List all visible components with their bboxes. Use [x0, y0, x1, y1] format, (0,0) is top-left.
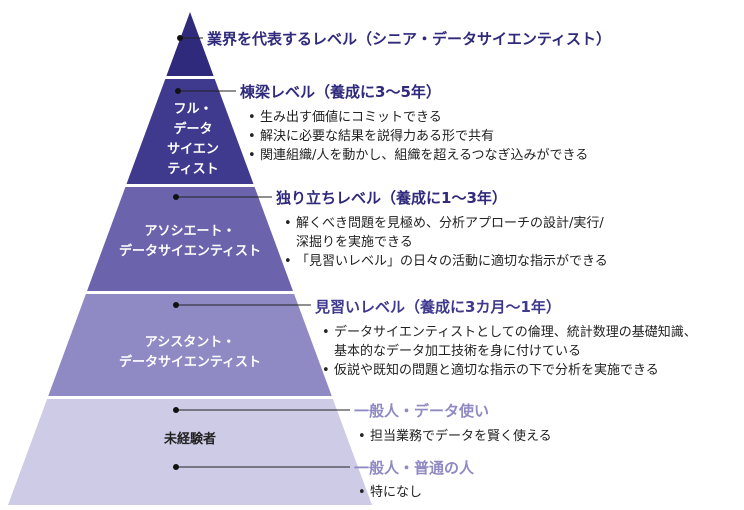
bullet: 生み出す価値にコミットできる [248, 108, 588, 127]
level-title-ordinary: 一般人・普通の人 [354, 459, 475, 477]
level-title-senior: 業界を代表するレベル（シニア・データサイエンティスト） [207, 30, 611, 48]
tier-label-full: フル・ データ サイエン ティスト [167, 102, 219, 177]
bullet-continuation: 深掘りを実施できる [296, 235, 413, 250]
level-title-full: 棟梁レベル（養成に3〜5年） [240, 83, 441, 101]
bullet: 仮説や既知の問題と適切な指示の下で分析を実施できる [322, 361, 697, 380]
level-title-data-user: 一般人・データ使い [354, 402, 490, 420]
tier-label-beginner: 未経験者 [163, 432, 216, 447]
level-bullets-data-user: 担当業務でデータを賢く使える [358, 427, 552, 446]
bullet: 特になし [358, 483, 422, 502]
tier-assistant [48, 294, 332, 396]
level-title-assistant: 見習いレベル（養成に3カ月〜1年） [315, 298, 561, 316]
level-title-associate: 独り立ちレベル（養成に1〜3年） [276, 189, 507, 207]
tier-label-assistant: アシスタント・ データサイエンティスト [118, 335, 262, 370]
leader-dot [173, 407, 179, 413]
bullet: 「見習いレベル」の日々の活動に適切な指示ができる [284, 252, 608, 271]
tier-beginner [8, 399, 372, 505]
level-bullets-associate: 解くべき問題を見極め、分析アプローチの設計/実行/ 深掘りを実施できる 「見習い… [284, 214, 608, 271]
bullet: 関連組織/人を動かし、組織を超えるつなぎ込みができる [248, 146, 588, 165]
level-bullets-assistant: データサイエンティストとしての倫理、統計数理の基礎知識、 基本的なデータ加工技術… [322, 323, 697, 380]
leader-dot [173, 302, 179, 308]
level-bullets-full: 生み出す価値にコミットできる 解決に必要な結果を説得力ある形で共有 関連組織/人… [248, 108, 588, 165]
tier-full [126, 79, 254, 184]
tier-label-associate: アソシエート・ データサイエンティスト [118, 224, 262, 259]
leader-dot [173, 194, 179, 200]
bullet: データサイエンティストとしての倫理、統計数理の基礎知識、 [322, 323, 697, 342]
bullet: 担当業務でデータを賢く使える [358, 427, 552, 446]
bullet: 解くべき問題を見極め、分析アプローチの設計/実行/ [284, 214, 608, 233]
leader-dot [177, 35, 183, 41]
tier-associate [87, 187, 293, 291]
tier-senior [166, 12, 214, 76]
leader-dot [173, 464, 179, 470]
leader-dot [175, 88, 181, 94]
level-bullets-ordinary: 特になし [358, 483, 422, 502]
bullet: 解決に必要な結果を説得力ある形で共有 [248, 127, 588, 146]
bullet-continuation: 基本的なデータ加工技術を身に付けている [334, 344, 582, 359]
